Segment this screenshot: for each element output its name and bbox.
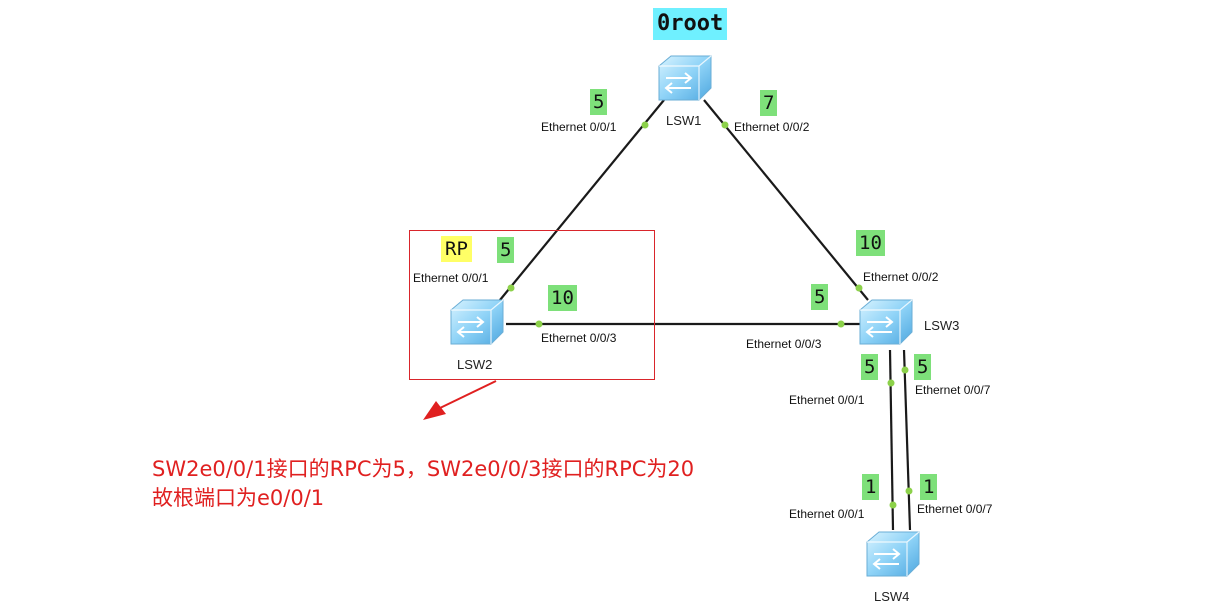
link-lsw1-lsw3 xyxy=(703,99,869,301)
cost-badge-lsw1-e2: 7 xyxy=(760,90,778,116)
port-dot-lsw2-e3 xyxy=(535,320,543,328)
annotation-line-1: SW2e0/0/1接口的RPC为5，SW2e0/0/3接口的RPC为20 xyxy=(152,457,695,481)
cost-badge-lsw4-e1: 1 xyxy=(862,474,880,500)
port-label-lsw4-e7: Ethernet 0/0/7 xyxy=(917,502,993,516)
cost-badge-lsw4-e7: 1 xyxy=(920,474,938,500)
port-label-lsw2-e1: Ethernet 0/0/1 xyxy=(413,271,489,285)
cost-badge-lsw3-e1: 5 xyxy=(861,354,879,380)
switch-icon-lsw4[interactable] xyxy=(866,531,920,577)
cost-badge-lsw3-e3: 5 xyxy=(811,284,829,310)
port-dot-lsw3-e1 xyxy=(887,379,895,387)
port-dot-lsw1-e1 xyxy=(641,121,649,129)
port-dot-lsw4-e7 xyxy=(905,487,913,495)
port-dot-lsw2-e1 xyxy=(507,284,515,292)
device-label-lsw1: LSW1 xyxy=(666,113,702,128)
cost-badge-lsw3-e7: 5 xyxy=(914,354,932,380)
device-label-lsw2: LSW2 xyxy=(457,357,493,372)
port-dot-lsw3-e2 xyxy=(855,284,863,292)
link-lsw3-lsw4-b xyxy=(902,349,912,531)
port-label-lsw3-e1: Ethernet 0/0/1 xyxy=(789,393,865,407)
switch-icon-lsw3[interactable] xyxy=(859,299,913,345)
port-label-lsw3-e7: Ethernet 0/0/7 xyxy=(915,383,991,397)
port-label-lsw4-e1: Ethernet 0/0/1 xyxy=(789,507,865,521)
arrow-shaft xyxy=(439,380,497,409)
arrow-head-icon xyxy=(423,401,446,420)
root-port-tag: RP xyxy=(441,236,472,262)
port-label-lsw3-e3: Ethernet 0/0/3 xyxy=(746,337,822,351)
cost-badge-lsw2-e1: 5 xyxy=(497,237,515,263)
switch-icon-lsw1[interactable] xyxy=(658,55,712,101)
port-dot-lsw4-e1 xyxy=(889,501,897,509)
link-lsw1-lsw2 xyxy=(499,99,665,301)
port-dot-lsw3-e7 xyxy=(901,366,909,374)
port-label-lsw1-e1: Ethernet 0/0/1 xyxy=(541,120,617,134)
port-label-lsw1-e2: Ethernet 0/0/2 xyxy=(734,120,810,134)
cost-badge-lsw2-e3: 10 xyxy=(548,285,577,311)
annotation-line-2: 故根端口为e0/0/1 xyxy=(152,486,325,510)
port-label-lsw2-e3: Ethernet 0/0/3 xyxy=(541,331,617,345)
port-dot-lsw3-e3 xyxy=(837,320,845,328)
lsw2-highlight-box xyxy=(409,230,655,380)
root-bridge-tag: 0root xyxy=(653,8,728,40)
cost-badge-lsw3-e2: 10 xyxy=(856,230,885,256)
device-label-lsw3: LSW3 xyxy=(924,318,960,333)
port-dot-lsw1-e2 xyxy=(721,121,729,129)
device-label-lsw4: LSW4 xyxy=(874,589,910,604)
cost-badge-lsw1-e1: 5 xyxy=(590,89,608,115)
port-label-lsw3-e2: Ethernet 0/0/2 xyxy=(863,270,939,284)
